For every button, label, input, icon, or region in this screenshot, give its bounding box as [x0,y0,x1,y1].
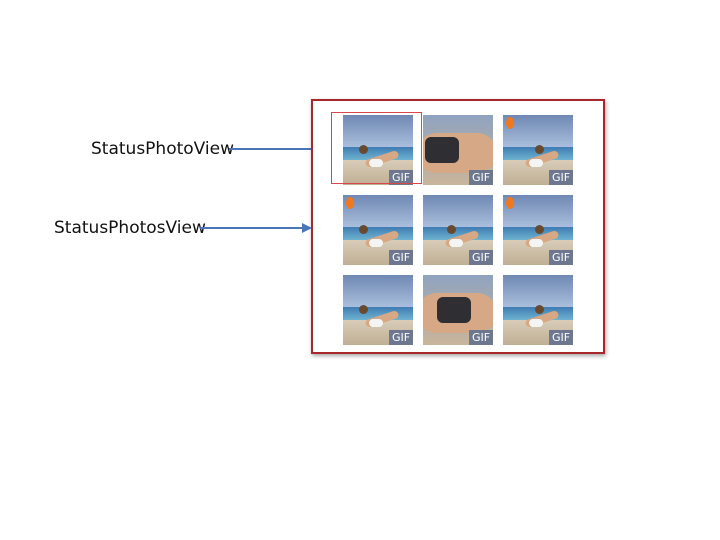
gif-badge: GIF [389,250,413,265]
gif-thumbnail[interactable]: GIF [503,195,573,265]
gif-thumbnail[interactable]: GIF [423,115,493,185]
status-photo-view-label: StatusPhotoView [91,139,235,159]
gif-badge: GIF [469,250,493,265]
gif-thumbnail[interactable]: GIF [503,115,573,185]
gif-badge: GIF [469,330,493,345]
gif-badge: GIF [389,170,413,185]
gif-thumbnail[interactable]: GIF [423,195,493,265]
gif-badge: GIF [549,250,573,265]
status-photo-view-highlight [331,112,422,184]
status-photos-view-label: StatusPhotosView [54,218,206,238]
gif-badge: GIF [549,330,573,345]
gif-badge: GIF [549,170,573,185]
gif-thumbnail[interactable]: GIF [503,275,573,345]
gif-badge: GIF [389,330,413,345]
gif-thumbnail[interactable]: GIF [343,115,413,185]
gif-badge: GIF [469,170,493,185]
gif-thumbnail[interactable]: GIF [343,275,413,345]
gif-thumbnail[interactable]: GIF [423,275,493,345]
gif-thumbnail[interactable]: GIF [343,195,413,265]
